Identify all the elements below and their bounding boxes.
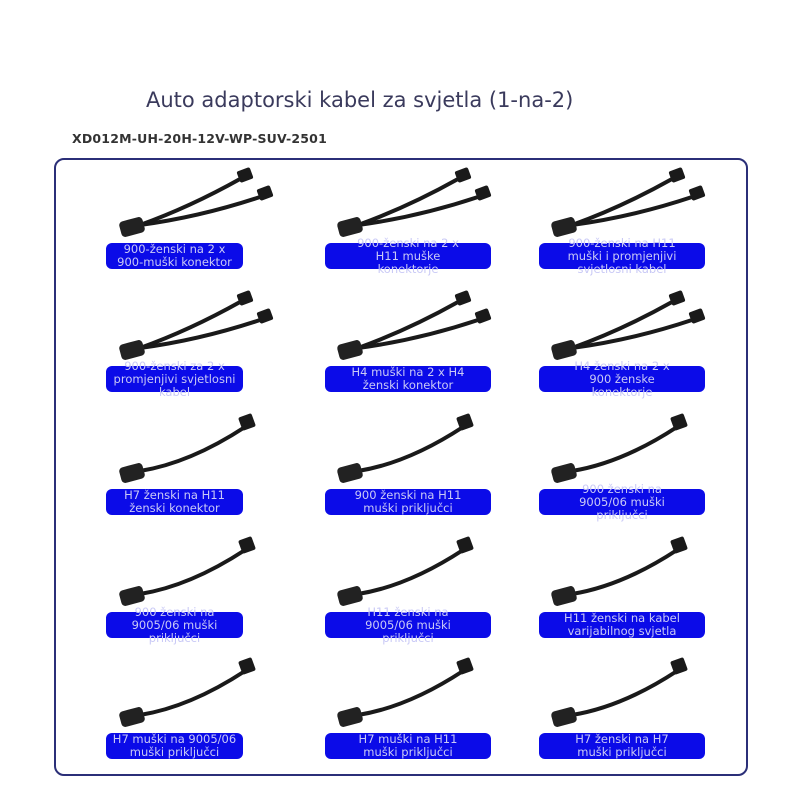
product-label: 900-ženski na H11 muški i promjenjivi sv… [539,236,705,275]
product-item: H11 ženski na kabel varijabilnog svjetla [532,526,746,649]
cable-image [337,413,474,483]
cable-image [119,536,256,606]
page-title: Auto adaptorski kabel za svjetla (1-na-2… [146,88,574,112]
cable-image [337,167,492,237]
product-label-text: 900 ženski na 9005/06 muški priključci [131,604,218,645]
product-item: H11 ženski na 9005/06 muški priključci [318,526,532,649]
product-label: H7 ženski na H7 muški priključci [539,733,705,759]
cable-image [337,290,492,360]
product-label: H7 muški na H11 muški priključci [325,733,491,759]
product-sku: XD012M-UH-20H-12V-WP-SUV-2501 [72,131,327,146]
cable-image [551,536,688,606]
cable-image [551,657,688,727]
product-label: 900 ženski na 9005/06 muški priključci [539,482,705,521]
product-label-text: H7 muški na H11 muški priključci [358,732,458,759]
product-item: H4 ženski na 2 x 900 ženske konektorje [532,280,746,403]
product-label: H7 muški na 9005/06 muški priključci [106,733,243,759]
product-item: 900-ženski na H11 muški i promjenjivi sv… [532,157,746,280]
product-label-text: H11 ženski na 9005/06 muški priključci [365,604,451,645]
cable-image [119,413,256,483]
cable-image [119,290,274,360]
product-item: 900 ženski na 9005/06 muški priključci [100,526,314,649]
product-label-text: 900-ženski na 2 x H11 muške konektorje [357,235,459,276]
cable-image [551,290,706,360]
product-item: 900-ženski na 2 x H11 muške konektorje [318,157,532,280]
product-item: H7 ženski na H11 ženski konektor [100,403,314,526]
product-item: 900 ženski na 9005/06 muški priključci [532,403,746,526]
product-item: H4 muški na 2 x H4 ženski konektor [318,280,532,403]
product-label-text: 900-ženski na 2 x 900-muški konektor [117,242,232,269]
product-label-text: 900 ženski na 9005/06 muški priključci [579,481,665,522]
cable-image [119,167,274,237]
cable-image [551,413,688,483]
product-label-text: H4 ženski na 2 x 900 ženske konektorje [574,358,670,399]
product-item: H7 muški na H11 muški priključci [318,647,532,770]
product-item: 900 ženski na H11 muški priključci [318,403,532,526]
product-label-text: H7 muški na 9005/06 muški priključci [112,732,237,759]
product-label: H4 ženski na 2 x 900 ženske konektorje [539,359,705,398]
product-label: 900-ženski na 2 x 900-muški konektor [106,243,243,269]
product-label: 900-ženski za 2 x promjenjivi svjetlosni… [106,359,243,398]
product-label: H11 ženski na 9005/06 muški priključci [325,605,491,644]
product-grid-frame [54,158,748,776]
product-item: H7 ženski na H7 muški priključci [532,647,746,770]
product-label-text: 900 ženski na H11 muški priključci [354,488,462,515]
product-item: H7 muški na 9005/06 muški priključci [100,647,314,770]
product-label: H11 ženski na kabel varijabilnog svjetla [539,612,705,638]
product-label-text: H7 ženski na H7 muški priključci [575,732,669,759]
product-item: 900-ženski za 2 x promjenjivi svjetlosni… [100,280,314,403]
cable-image [337,657,474,727]
product-label: 900 ženski na 9005/06 muški priključci [106,605,243,644]
cable-image [337,536,474,606]
product-label: H4 muški na 2 x H4 ženski konektor [325,366,491,392]
product-label-text: 900-ženski za 2 x promjenjivi svjetlosni… [113,358,236,399]
product-label-text: H7 ženski na H11 ženski konektor [124,488,225,515]
product-label-text: H4 muški na 2 x H4 ženski konektor [351,365,465,392]
cable-image [119,657,256,727]
cable-image [551,167,706,237]
product-label: H7 ženski na H11 ženski konektor [106,489,243,515]
product-label-text: H11 ženski na kabel varijabilnog svjetla [564,611,680,638]
product-item: 900-ženski na 2 x 900-muški konektor [100,157,314,280]
product-label: 900-ženski na 2 x H11 muške konektorje [325,236,491,275]
product-label-text: 900-ženski na H11 muški i promjenjivi sv… [567,235,677,276]
product-label: 900 ženski na H11 muški priključci [325,489,491,515]
